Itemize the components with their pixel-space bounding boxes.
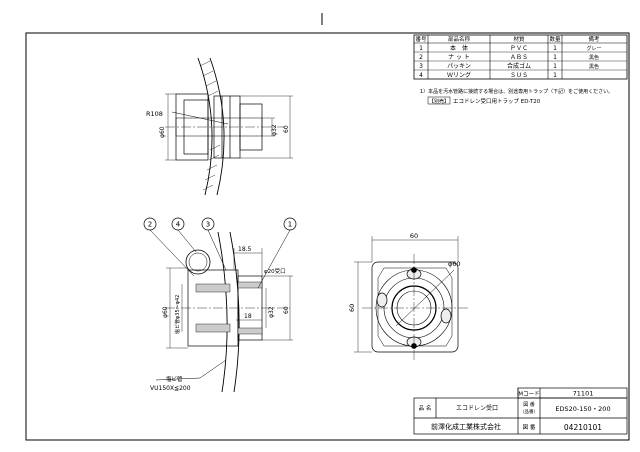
mcode-label: Mコード [518, 391, 539, 398]
table-row-3-note: 黒色 [589, 63, 599, 70]
table-row-4-qty: 1 [553, 72, 557, 79]
callout-1: 1 [288, 221, 292, 229]
pipe-label-1: 塩ビ管 [166, 375, 183, 383]
table-row-4-material: ＳＵＳ [510, 72, 528, 79]
top-side-view [165, 57, 293, 196]
drawing-number: EDS20-150・200 [555, 405, 610, 413]
table-header-material: 材質 [513, 35, 525, 43]
table-row-1-qty: 1 [553, 45, 557, 52]
dim-dia60-plan: φ60 [448, 260, 461, 268]
dim-dia60-top: φ60 [159, 126, 166, 138]
table-row-2-name: ナ ッ ト [448, 54, 470, 61]
callout-2: 2 [148, 221, 152, 229]
table-header-name: 部品名称 [448, 35, 471, 43]
table-row-4-name: Ｗリング [447, 71, 471, 79]
dim-pipe-range: 塩ビ管φ35～φ42 [174, 295, 181, 334]
table-header-no: 番号 [415, 36, 427, 43]
dim-dia20: φ20受口 [264, 267, 286, 275]
callout-1-circle [283, 217, 297, 231]
plan-view [354, 236, 468, 362]
dim-dia32-section: φ32 [268, 306, 275, 318]
note-1: 1）本品を汚水管路に接続する場合は、別途専用トラップ（下記）をご使用ください。 [420, 88, 613, 95]
table-header-qty: 数量 [549, 35, 561, 43]
notes: 1）本品を汚水管路に接続する場合は、別途専用トラップ（下記）をご使用ください。 … [420, 88, 613, 105]
title-block [413, 387, 628, 435]
note-2-tag-box [427, 96, 451, 105]
product-name: エコドレン受口 [456, 404, 498, 412]
name-label: 品 名 [419, 404, 432, 412]
table-row-3-material: 合成ゴム [507, 62, 531, 70]
callout-2-circle [143, 217, 157, 231]
section-view [143, 217, 297, 393]
pipe-label-2: VU150X≦200 [150, 385, 191, 392]
dim-dia32-top: φ32 [271, 124, 278, 136]
table-row-2-qty: 1 [553, 54, 557, 61]
table-row-1-name: 本 体 [450, 44, 468, 52]
file-label: 図 番 [523, 424, 536, 431]
table-row-1-note: グレー [586, 45, 601, 52]
company-name: 前澤化成工業株式会社 [431, 422, 501, 431]
dim-dia60-section: φ60 [162, 306, 169, 318]
dim-18-5: 18.5 [238, 246, 252, 253]
file-number: 04210101 [564, 423, 602, 432]
note-2-tag: 【別売】 [429, 98, 449, 105]
table-row-4-no: 4 [419, 72, 423, 79]
drawing-border [25, 32, 630, 441]
table-row-3-name: パッキン [447, 63, 471, 70]
dim-radius: R108 [146, 110, 163, 118]
drawing-label: 図 番 [523, 401, 535, 408]
dim-18: 18 [244, 313, 252, 320]
table-header-note: 備考 [588, 35, 600, 43]
drawing-label-2: （品番） [520, 408, 538, 415]
dim-h60-plan: 60 [348, 304, 356, 312]
note-2: エコドレン受口用トラップ ED-T20 [453, 97, 541, 105]
table-row-2-material: ＡＢＳ [510, 54, 528, 61]
mcode-value: 71101 [573, 390, 594, 398]
table-row-1-no: 1 [419, 45, 423, 52]
table-row-1-material: ＰＶＣ [510, 45, 528, 52]
table-row-3-no: 3 [419, 63, 423, 70]
callout-4: 4 [176, 221, 181, 229]
parts-table: 番号 部品名称 材質 数量 備考 1 本 体 ＰＶＣ 1 グレー 2 ナ ッ ト… [413, 34, 628, 80]
dim-h60-section: 60 [283, 306, 290, 314]
callout-3-circle [201, 217, 215, 231]
dim-h60-top: 60 [283, 125, 290, 133]
table-row-3-qty: 1 [553, 63, 557, 70]
dim-w60-plan: 60 [410, 232, 418, 240]
callout-3: 3 [206, 221, 210, 229]
callout-4-circle [171, 217, 185, 231]
table-row-2-no: 2 [419, 54, 423, 61]
table-row-2-note: 黒色 [589, 54, 599, 61]
